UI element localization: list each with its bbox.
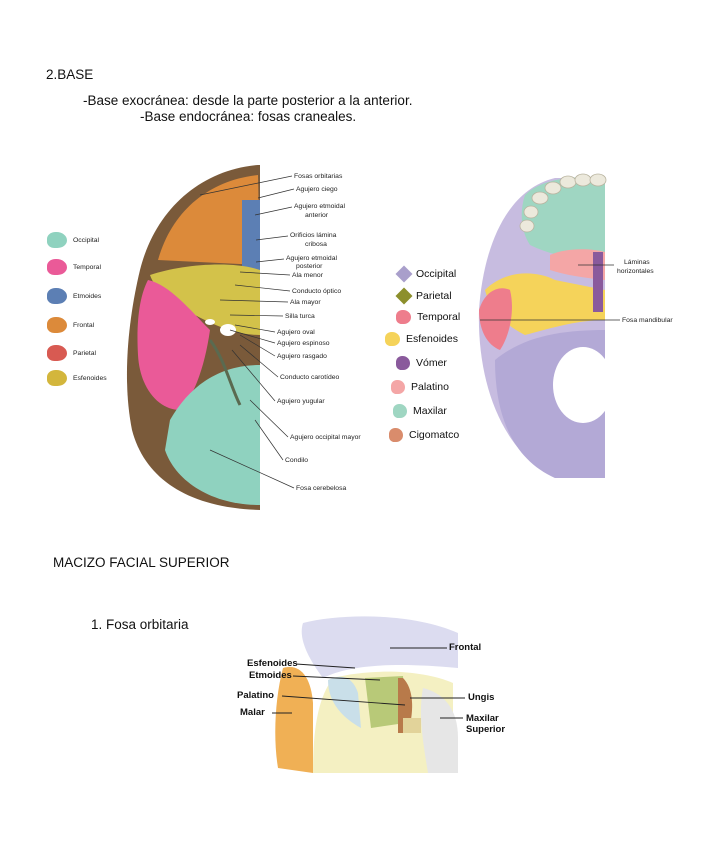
text-line-1: -Base exocránea: desde la parte posterio… — [83, 93, 413, 108]
legend-item-occipital-2: Occipital — [395, 265, 457, 283]
legend-label: Temporal — [417, 311, 461, 323]
label-agujero-espinoso: Agujero espinoso — [277, 340, 330, 347]
frontal-swatch — [47, 317, 67, 333]
item-fosa-orbitaria: 1. Fosa orbitaria — [91, 617, 189, 632]
temporal-swatch — [396, 310, 411, 324]
temporal-swatch — [47, 259, 67, 275]
esfenoides-swatch — [47, 370, 67, 386]
text-line-2: -Base endocránea: fosas craneales. — [140, 109, 357, 124]
label-agujero-etmoidal-posterior-2: posterior — [296, 263, 323, 270]
legend-item-esfenoides-2: Esfenoides — [385, 332, 458, 346]
label-ala-menor: Ala menor — [292, 272, 323, 279]
palatino-swatch — [391, 380, 405, 394]
label-agujero-occipital-mayor: Agujero occipital mayor — [290, 434, 361, 441]
esfenoides-swatch — [385, 332, 400, 346]
legend-label: Parietal — [73, 349, 97, 357]
skull-inferior-drawing — [478, 173, 613, 478]
label-agujero-rasgado: Agujero rasgado — [277, 353, 327, 360]
legend-label: Temporal — [73, 263, 101, 271]
legend-item-frontal: Frontal — [47, 317, 94, 333]
parietal-swatch — [395, 287, 413, 305]
legend-item-palatino: Palatino — [391, 380, 449, 394]
occipital-swatch — [395, 265, 413, 283]
legend-item-vomer: Vómer — [396, 356, 447, 370]
legend-item-parietal-2: Parietal — [395, 287, 452, 305]
label-superior: Superior — [466, 724, 506, 735]
label-esfenoides: Esfenoides — [247, 658, 298, 669]
label-fosa-cerebelosa: Fosa cerebelosa — [296, 485, 347, 492]
legend-label: Etmoides — [73, 292, 102, 300]
label-frontal: Frontal — [449, 642, 482, 653]
label-silla-turca: Silla turca — [285, 313, 315, 320]
legend-label: Frontal — [73, 321, 95, 329]
legend-item-maxilar: Maxilar — [393, 404, 447, 418]
label-palatino: Palatino — [237, 690, 274, 701]
legend-label: Maxilar — [413, 405, 447, 417]
label-laminas-1: Láminas — [624, 259, 650, 266]
legend-item-esfenoides: Esfenoides — [47, 370, 107, 386]
legend-label: Palatino — [411, 381, 449, 393]
label-agujero-etmoidal-anterior-2: anterior — [305, 212, 329, 219]
legend-label: Occipital — [73, 236, 100, 244]
legend-item-etmoides: Etmoides — [47, 288, 101, 304]
label-agujero-etmoidal-anterior-1: Agujero etmoidal — [294, 203, 346, 210]
etmoides-swatch — [47, 288, 67, 304]
label-ala-mayor: Ala mayor — [290, 299, 321, 306]
legend-label: Esfenoides — [73, 374, 107, 382]
section-title: 2.BASE — [46, 67, 94, 82]
label-agujero-ciego: Agujero ciego — [296, 186, 338, 193]
legend-item-temporal: Temporal — [47, 259, 101, 275]
legend-item-occipital: Occipital — [47, 232, 99, 248]
label-fosa-mandibular: Fosa mandibular — [622, 317, 673, 324]
legend-item-parietal: Parietal — [47, 345, 96, 361]
label-ungis: Ungis — [468, 692, 495, 703]
label-condilo: Condilo — [285, 457, 309, 464]
label-maxilar: Maxilar — [466, 713, 499, 724]
label-conducto-carotideo: Conducto carotídeo — [280, 374, 340, 381]
legend-label: Cigomatco — [409, 429, 460, 441]
label-agujero-yugular: Agujero yugular — [277, 398, 325, 405]
label-orificios-lamina-2: cribosa — [305, 241, 327, 248]
label-malar: Malar — [240, 707, 265, 718]
legend-label: Occipital — [416, 268, 457, 280]
maxilar-swatch — [393, 404, 407, 418]
label-agujero-oval: Agujero oval — [277, 329, 315, 336]
cigomatco-swatch — [389, 428, 403, 442]
occipital-swatch — [47, 232, 67, 248]
section2-title: MACIZO FACIAL SUPERIOR — [53, 555, 230, 570]
label-agujero-etmoidal-posterior-1: Agujero etmoidal — [286, 255, 338, 262]
orbit-drawing — [275, 616, 458, 773]
label-laminas-2: horizontales — [617, 268, 654, 275]
label-orificios-lamina-1: Orificios lámina — [290, 232, 337, 239]
label-fosas-orbitarias: Fosas orbitarias — [294, 173, 343, 180]
label-etmoides: Etmoides — [249, 670, 292, 681]
parietal-swatch — [47, 345, 67, 361]
legend-label: Vómer — [416, 357, 447, 369]
label-conducto-optico: Conducto óptico — [292, 288, 342, 295]
skull-base-drawing — [126, 165, 260, 510]
legend-item-temporal-2: Temporal — [396, 310, 460, 324]
legend-item-cigomatco: Cigomatco — [389, 428, 459, 442]
legend-label: Esfenoides — [406, 333, 458, 345]
legend-label: Parietal — [416, 290, 452, 302]
vomer-swatch — [396, 356, 410, 370]
